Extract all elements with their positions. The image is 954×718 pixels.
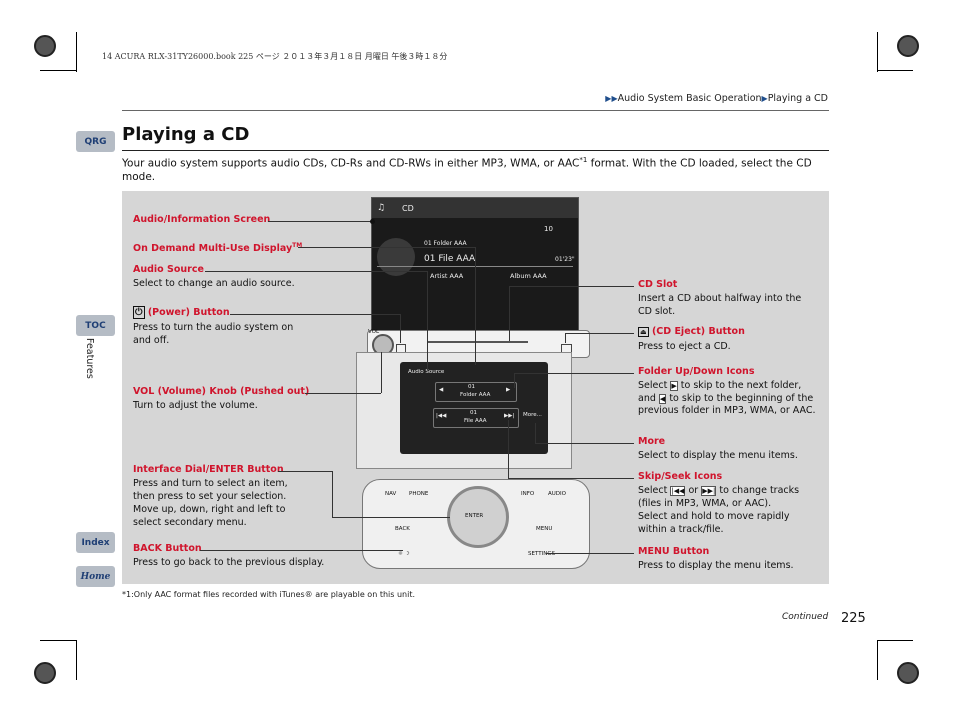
crop-mark (76, 640, 77, 680)
phone-button[interactable]: PHONE (409, 491, 429, 497)
eject-icon: ⏏ (638, 327, 649, 337)
footnote-ref: *1 (579, 156, 588, 164)
cd-art-icon (377, 238, 415, 276)
divider (122, 150, 829, 151)
interface-dial[interactable]: ENTER (447, 486, 509, 548)
audio-button[interactable]: AUDIO (548, 491, 566, 497)
registration-mark-icon (897, 662, 919, 684)
screen-track-num: 10 (544, 225, 553, 233)
callout-on-demand: On Demand Multi-Use DisplayTM (133, 242, 303, 255)
home-button[interactable]: Home (76, 566, 115, 587)
callout-folder-title: Folder Up/Down Icons (638, 366, 755, 377)
qrg-button[interactable]: QRG (76, 131, 115, 152)
callout-vol-title: VOL (Volume) Knob (Pushed out) (133, 386, 310, 397)
callout-audio-info-screen: Audio/Information Screen (133, 214, 271, 225)
callout-folder-desc: Select ▶ to skip to the next folder, and… (638, 380, 816, 416)
callout-back-desc: Press to go back to the previous display… (133, 557, 325, 568)
folder-control (435, 382, 517, 402)
callout-skip-title: Skip/Seek Icons (638, 471, 723, 482)
crop-mark (76, 32, 77, 72)
vol-label: VOL (368, 329, 380, 335)
skip-forward-icon[interactable]: ▶▶| (504, 413, 515, 419)
folder-next-icon: ▶ (670, 381, 678, 391)
intro-paragraph: Your audio system supports audio CDs, CD… (122, 154, 812, 185)
touch-folder-num: 01 (468, 384, 475, 390)
menu-button[interactable]: MENU (536, 526, 553, 532)
callout-audio-source-title: Audio Source (133, 264, 204, 275)
section-label: Features (84, 338, 95, 379)
page-title: Playing a CD (122, 124, 250, 145)
crop-mark (877, 640, 913, 641)
callout-back-title: BACK Button (133, 543, 202, 554)
footnote: *1:Only AAC format files recorded with i… (122, 590, 415, 599)
callout-power-title: ⏻ (Power) Button (133, 306, 230, 319)
enter-button[interactable]: ENTER (465, 513, 484, 519)
breadcrumb-current: Playing a CD (767, 93, 828, 104)
breadcrumb-arrow-icon: ▶▶ (605, 94, 618, 103)
continued-label: Continued (782, 612, 829, 622)
page-number: 225 (841, 611, 866, 626)
callout-cdslot-desc: Insert a CD about halfway into the CD sl… (638, 293, 802, 317)
crop-mark (877, 32, 878, 72)
folder-prev-icon: ◀ (658, 393, 667, 404)
on-demand-display: Audio Source ◀ 01 Folder AAA ▶ |◀◀ 01 Fi… (400, 362, 548, 454)
index-button[interactable]: Index (76, 532, 115, 553)
callout-menu-title: MENU Button (638, 546, 710, 557)
settings-button[interactable]: SETTINGS (528, 551, 556, 557)
callout-dial-title: Interface Dial/ENTER Button (133, 464, 284, 475)
screen-artist: Artist AAA (430, 272, 464, 280)
crop-mark (877, 640, 878, 680)
screen-folder: 01 Folder AAA (424, 240, 467, 247)
screen-album: Album AAA (510, 272, 547, 280)
skip-back-icon[interactable]: |◀◀ (436, 413, 447, 419)
skip-forward-icon: ▶▶| (701, 486, 717, 496)
touch-file-num: 01 (470, 410, 477, 416)
more-button[interactable]: More... (523, 412, 542, 418)
callout-more-desc: Select to display the menu items. (638, 450, 798, 461)
callout-menu-desc: Press to display the menu items. (638, 560, 794, 571)
callout-dial-desc2: Move up, down, right and left to select … (133, 504, 286, 528)
registration-mark-icon (34, 35, 56, 57)
screen-source: CD (402, 204, 414, 213)
toc-button[interactable]: TOC (76, 315, 115, 336)
callout-cdslot-title: CD Slot (638, 279, 678, 290)
intro-text: Your audio system supports audio CDs, CD… (122, 157, 580, 170)
brightness-icon[interactable]: ☼ ☽ (398, 551, 410, 557)
nav-button[interactable]: NAV (385, 491, 397, 497)
info-button[interactable]: INFO (521, 491, 535, 497)
callout-power-desc: Press to turn the audio system on and of… (133, 322, 294, 346)
folder-up-icon[interactable]: ▶ (506, 387, 511, 393)
track-control (433, 408, 519, 428)
callout-dial-desc1: Press and turn to select an item, then p… (133, 478, 288, 502)
audio-source-button[interactable]: Audio Source (408, 369, 445, 375)
callout-audio-source-desc: Select to change an audio source. (133, 278, 295, 289)
callout-vol-desc: Turn to adjust the volume. (133, 400, 258, 411)
callout-skip-desc2: Select and hold to move rapidly within a… (638, 511, 790, 535)
touch-file-name: File AAA (464, 418, 487, 424)
breadcrumb-arrow-icon: ▶ (761, 94, 768, 103)
crop-mark (877, 70, 913, 71)
crop-mark (40, 640, 76, 641)
intro-text: format. With the CD loaded, select the C… (122, 157, 812, 184)
registration-mark-icon (897, 35, 919, 57)
skip-back-icon: |◀◀ (670, 486, 686, 496)
back-button[interactable]: BACK (395, 526, 410, 532)
screen-file: 01 File AAA (424, 254, 476, 264)
cd-slot[interactable] (428, 341, 528, 343)
breadcrumb: ▶▶Audio System Basic Operation▶Playing a… (605, 93, 828, 104)
callout-eject-title: ⏏ (CD Eject) Button (638, 326, 745, 337)
folder-down-icon[interactable]: ◀ (439, 387, 444, 393)
divider (122, 110, 829, 111)
registration-mark-icon (34, 662, 56, 684)
callout-eject-desc: Press to eject a CD. (638, 341, 731, 352)
crop-mark (40, 70, 76, 71)
power-icon: ⏻ (133, 306, 145, 319)
touch-folder-name: Folder AAA (460, 392, 491, 398)
callout-more-title: More (638, 436, 666, 447)
callout-skip-desc: Select |◀◀ or ▶▶| to change tracks (file… (638, 485, 800, 509)
book-meta: 14 ACURA RLX-31TY26000.book 225 ページ ２０１３… (102, 52, 448, 61)
breadcrumb-parent[interactable]: Audio System Basic Operation (617, 93, 762, 104)
music-note-icon: ♫ (377, 203, 386, 213)
screen-time: 01'23" (555, 256, 575, 263)
